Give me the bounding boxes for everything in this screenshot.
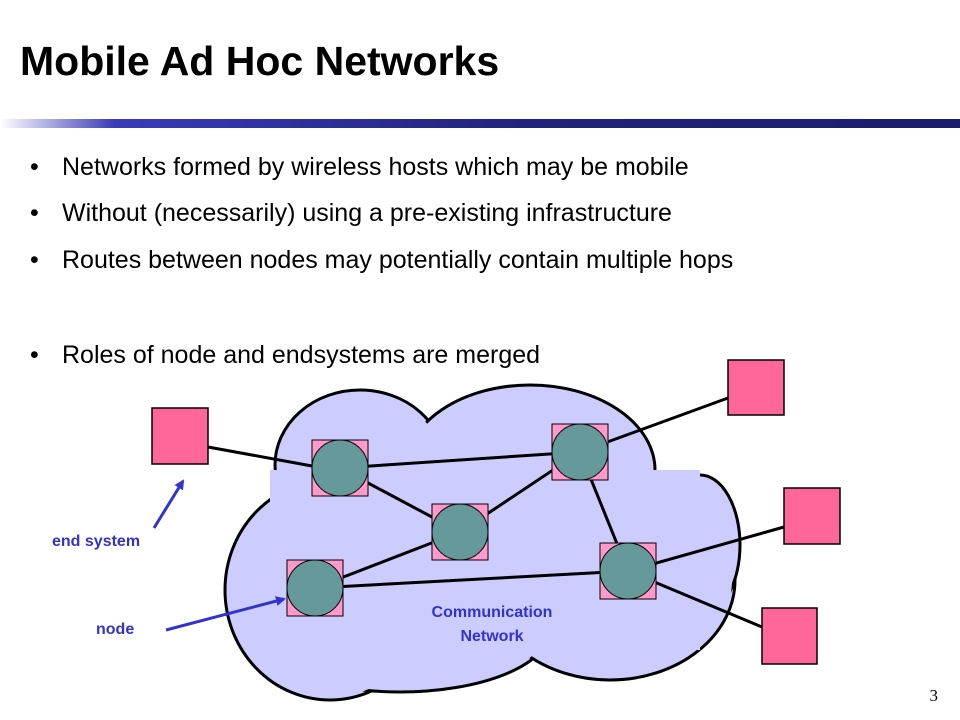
cloud-label-line1: Communication (432, 604, 553, 621)
end-system-label: end system (52, 533, 140, 550)
node-arrow (165, 596, 286, 632)
bullet-glyph: • (30, 246, 39, 274)
cloud-label-line2: Network (460, 628, 523, 645)
node (286, 559, 344, 617)
bullet-text: Roles of node and endsystems are merged (62, 341, 541, 369)
bullet-glyph: • (30, 341, 39, 369)
bullet-text: Routes between nodes may potentially con… (62, 246, 734, 274)
end-system-arrow (152, 479, 185, 529)
title-rule (0, 119, 960, 128)
end-system (727, 359, 785, 416)
bullet-item: • Without (necessarily) using a pre-exist… (30, 198, 672, 228)
bullet-item: • Networks formed by wireless hosts which… (30, 152, 689, 182)
bullet-glyph: • (30, 153, 39, 181)
bullet-item: • Routes between nodes may potentially co… (30, 245, 733, 275)
node (431, 503, 489, 561)
nodes (286, 423, 657, 617)
link (207, 445, 313, 468)
bullet-item: • Roles of node and endsystems are merged (30, 340, 540, 370)
bullet-text: Networks formed by wireless hosts which … (62, 153, 689, 181)
end-system (783, 487, 841, 545)
end-system (761, 607, 818, 665)
slide-number: 3 (929, 686, 939, 705)
end-systems (151, 359, 841, 665)
node-label: node (96, 621, 134, 638)
slide-title: Mobile Ad Hoc Networks (20, 38, 500, 84)
node (599, 542, 657, 600)
link (314, 569, 629, 590)
bullet-glyph: • (30, 199, 39, 227)
end-system (151, 407, 209, 465)
node (311, 439, 369, 497)
bullet-text: Without (necessarily) using a pre-existi… (62, 199, 672, 227)
link (339, 450, 581, 470)
node (551, 423, 609, 481)
